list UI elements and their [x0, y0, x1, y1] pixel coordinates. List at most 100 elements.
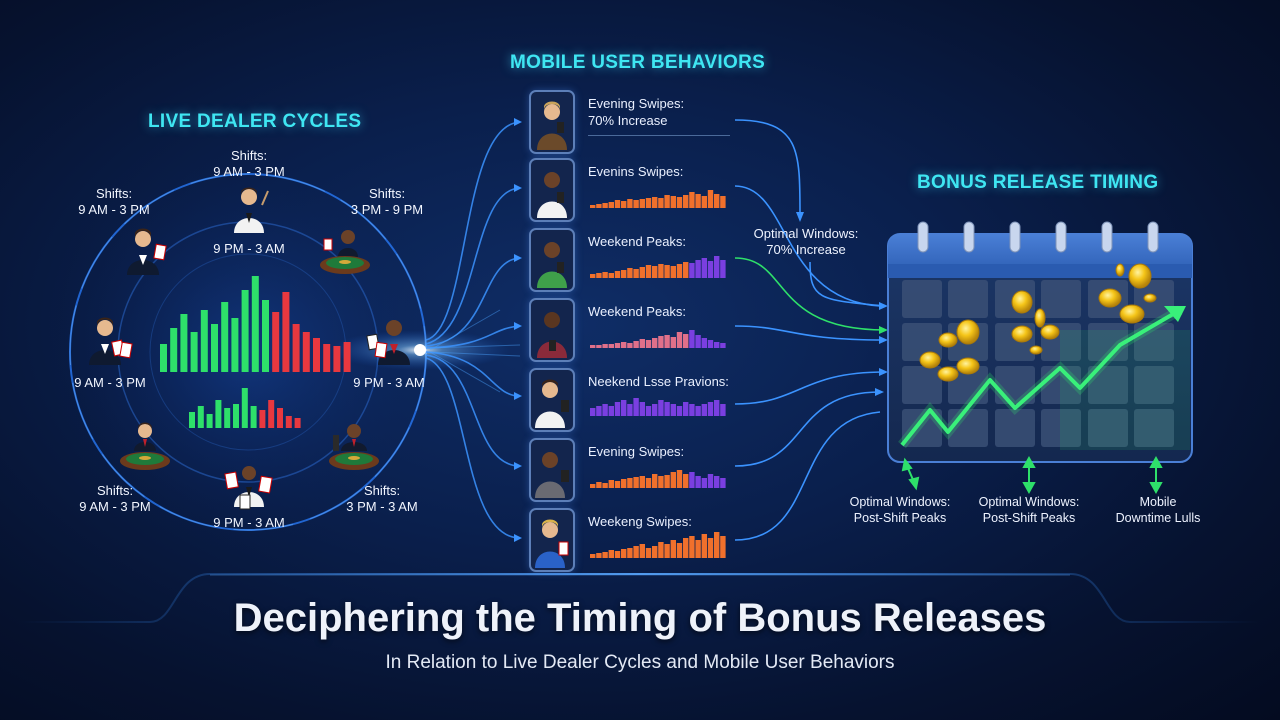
- mini-chart-bar: [658, 198, 664, 208]
- mini-chart-bar: [670, 266, 676, 278]
- mini-chart-bar: [608, 202, 614, 208]
- mini-chart-bar: [664, 475, 670, 488]
- mini-chart-bar: [689, 263, 695, 278]
- main-title: Deciphering the Timing of Bonus Releases: [233, 596, 1047, 640]
- mini-chart-bar: [695, 476, 701, 488]
- chart-bar: [224, 408, 231, 428]
- mini-chart-bar: [608, 406, 614, 416]
- gold-coin-icon: [919, 263, 1157, 382]
- mini-chart-bar: [664, 265, 670, 278]
- mobile-downtime-label: Mobile Downtime Lulls: [1115, 495, 1201, 525]
- dealer-icon: [89, 317, 133, 365]
- phone-icon: [529, 368, 575, 432]
- mini-chart-bar: [701, 258, 707, 278]
- chart-bar: [282, 292, 290, 372]
- mini-chart-bar: [596, 273, 602, 278]
- roulette-wheel-icon: [120, 422, 170, 470]
- mini-chart-bar: [621, 342, 627, 348]
- mini-chart-bar: [676, 264, 683, 278]
- mini-chart-bar: [670, 540, 676, 558]
- mini-chart-bar: [608, 344, 614, 348]
- mini-chart-bar: [670, 196, 676, 208]
- behavior-label-2: Evenins Swipes:: [588, 164, 684, 179]
- mini-chart-bar: [633, 200, 639, 208]
- mini-chart-bar: [627, 478, 633, 488]
- chart-bar: [259, 410, 266, 428]
- trend-arrow-icon: [898, 305, 1186, 449]
- chart-bar: [294, 418, 301, 428]
- mini-chart-bar: [596, 345, 602, 348]
- mini-chart-bar: [645, 548, 652, 558]
- mini-chart-bar: [652, 266, 658, 278]
- mini-chart-bar: [645, 340, 652, 348]
- mini-chart-bar: [683, 262, 689, 278]
- mini-chart-bar: [639, 544, 645, 558]
- behavior-label-1: Evening Swipes: 70% Increase: [588, 96, 685, 128]
- bonus-timing-title: BONUS RELEASE TIMING: [917, 172, 1159, 193]
- mini-bar-chart: [590, 470, 726, 488]
- mini-chart-bar: [633, 477, 639, 488]
- shift-label-top: Shifts: 9 AM - 3 PM: [213, 148, 285, 179]
- mini-chart-bar: [689, 330, 695, 348]
- chart-bar: [343, 342, 351, 372]
- mini-chart-bar: [590, 274, 596, 278]
- chart-bar: [190, 332, 198, 372]
- chart-bar: [241, 388, 248, 428]
- chart-bar: [189, 412, 195, 428]
- calendar-icon: [887, 221, 1193, 463]
- mini-chart-bar: [714, 476, 720, 488]
- mini-chart-bar: [633, 341, 639, 348]
- mini-chart-bar: [695, 260, 701, 278]
- mini-chart-bar: [714, 400, 720, 416]
- phone-icon: [529, 438, 575, 502]
- mini-chart-bar: [707, 474, 714, 488]
- dealer-cycle-small-bar-chart: [189, 388, 301, 428]
- mini-chart-bar: [664, 402, 670, 416]
- mini-chart-bar: [633, 546, 639, 558]
- chart-bar: [313, 338, 320, 372]
- mobile-behaviors-title: MOBILE USER BEHAVIORS: [510, 52, 766, 73]
- mini-chart-bar: [658, 400, 664, 416]
- shift-label-right: 9 PM - 3 AM: [353, 375, 425, 390]
- mini-chart-bar: [701, 404, 707, 416]
- mini-chart-bar: [676, 543, 683, 558]
- chart-bar: [221, 302, 229, 372]
- double-arrow-icon: [901, 455, 1163, 495]
- mini-chart-bar: [614, 402, 621, 416]
- chart-bar: [333, 346, 341, 372]
- mini-chart-bar: [596, 204, 602, 208]
- mini-chart-bar: [596, 553, 602, 558]
- phone-icon: [529, 158, 575, 222]
- mini-chart-bar: [658, 264, 664, 278]
- mini-chart-bar: [714, 194, 720, 208]
- mini-chart-bar: [652, 197, 658, 208]
- mini-chart-bar: [720, 196, 726, 208]
- shift-label-left: 9 AM - 3 PM: [74, 375, 146, 390]
- mini-chart-bar: [670, 472, 676, 488]
- mini-chart-bar: [658, 476, 664, 488]
- mini-chart-bar: [701, 534, 707, 558]
- mini-chart-bar: [602, 552, 608, 558]
- chart-bar: [197, 406, 204, 428]
- mini-chart-bar: [621, 201, 627, 208]
- mini-chart-bar: [670, 404, 676, 416]
- chart-bar: [241, 290, 249, 372]
- mini-chart-bar: [695, 406, 701, 416]
- chart-bar: [231, 318, 239, 372]
- mini-chart-bar: [676, 332, 683, 348]
- mini-chart-bar: [683, 402, 689, 416]
- chart-bar: [233, 404, 239, 428]
- mini-chart-bar: [645, 198, 652, 208]
- phone-icon: [529, 508, 575, 572]
- mini-chart-bar: [608, 480, 614, 488]
- mini-chart-bar: [720, 343, 726, 348]
- chart-bar: [277, 408, 283, 428]
- mini-chart-bar: [614, 271, 621, 278]
- mini-chart-bar: [689, 536, 695, 558]
- mini-chart-bar: [614, 481, 621, 488]
- mini-chart-bar: [683, 538, 689, 558]
- mini-chart-bar: [596, 406, 602, 416]
- mini-chart-bar: [720, 478, 726, 488]
- mini-chart-bar: [676, 470, 683, 488]
- roulette-wheel-icon: [320, 230, 370, 274]
